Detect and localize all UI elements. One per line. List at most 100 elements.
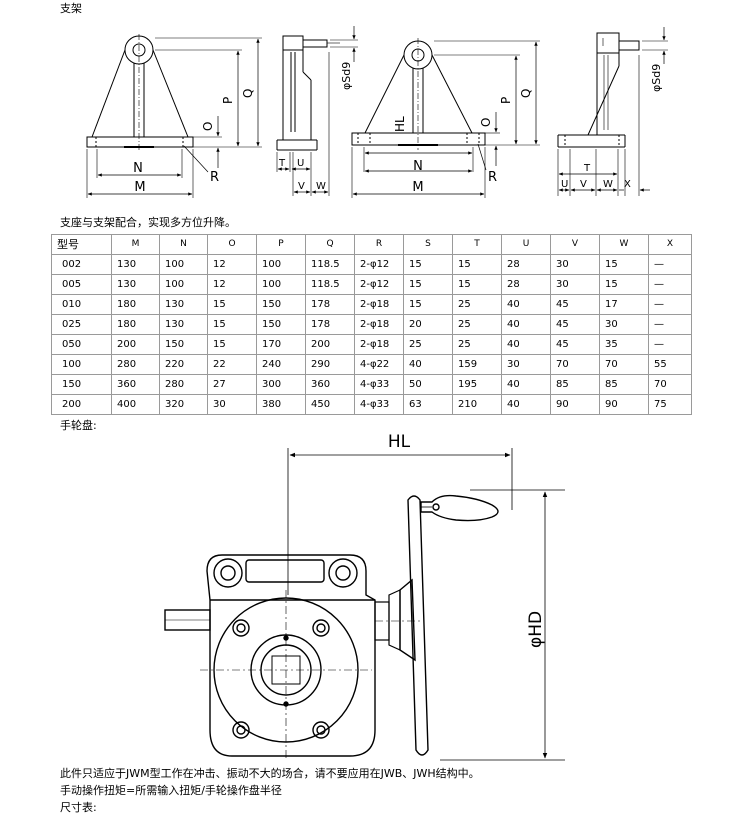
table-cell: — [648,314,692,335]
table-cell: 15 [403,254,453,275]
table-cell: 35 [599,334,649,355]
table-cell: 118.5 [305,274,355,295]
table-cell: 178 [305,314,355,335]
bracket-small-side-view [276,26,358,196]
handwheel-hd-label: φHD [526,611,546,648]
table-cell: 50 [403,374,453,395]
table-cell: 118.5 [305,254,355,275]
table-header-cell: T [452,234,502,255]
bracket-drawings: N M R O P Q φSd9 T U V W [86,26,668,198]
table-cell: 380 [256,394,306,415]
table-cell: 010 [51,294,112,315]
table-cell: — [648,294,692,315]
table-cell: 100 [159,274,208,295]
dim-label-M: M [134,180,145,195]
table-cell: 2-φ18 [354,314,404,335]
table-cell: 40 [501,294,551,315]
table-cell: 220 [159,354,208,375]
table-cell: 200 [51,394,112,415]
table-cell: 45 [550,314,600,335]
table-cell: 150 [256,314,306,335]
table-cell: 290 [305,354,355,375]
table-header-cell: X [648,234,692,255]
dim-label-X-large: X [624,179,631,190]
gearbox-body [164,554,420,760]
dim-label-Q-large: Q [519,89,533,98]
table-cell: 30 [550,254,600,275]
table-cell: 300 [256,374,306,395]
table-cell: 200 [111,334,160,355]
table-cell: 240 [256,354,306,375]
handwheel [399,494,499,756]
bracket-small-front-view [86,34,262,198]
table-cell: 30 [599,314,649,335]
table-cell: 2-φ18 [354,334,404,355]
table-cell: 17 [599,294,649,315]
table-header-cell: M [111,234,160,255]
table-cell: 150 [159,334,208,355]
table-cell: 70 [599,354,649,375]
table-cell: 4-φ22 [354,354,404,375]
table-cell: 63 [403,394,453,415]
table-cell: 25 [452,314,502,335]
handwheel-drawing: HL φHD [164,432,565,761]
table-cell: — [648,274,692,295]
table-cell: 25 [452,294,502,315]
table-cell: 150 [51,374,112,395]
bracket-section-title: 支架 [60,2,82,15]
dim-label-phi-sd9-large: φSd9 [650,64,663,92]
table-cell: 15 [599,274,649,295]
table-cell: 100 [51,354,112,375]
table-cell: 40 [501,374,551,395]
dim-label-O-large: O [479,118,493,127]
table-cell: 45 [550,294,600,315]
table-cell: 15 [403,274,453,295]
table-cell: 30 [550,274,600,295]
table-cell: 130 [111,274,160,295]
table-cell: 450 [305,394,355,415]
table-cell: 4-φ33 [354,374,404,395]
table-cell: 15 [452,274,502,295]
table-cell: 40 [501,394,551,415]
table-cell: 30 [207,394,257,415]
table-cell: 178 [305,294,355,315]
dim-label-phi-sd9: φSd9 [340,62,353,90]
table-cell: 28 [501,274,551,295]
table-cell: 100 [256,254,306,275]
table-cell: 130 [111,254,160,275]
bracket-large-front-view [351,38,540,198]
table-cell: 130 [159,294,208,315]
dim-label-P-large: P [499,97,513,104]
dim-label-V-large: V [580,179,587,190]
table-cell: — [648,254,692,275]
size-table-title: 尺寸表: [60,801,97,814]
table-cell: 2-φ12 [354,274,404,295]
table-cell: 195 [452,374,502,395]
table-cell: 55 [648,354,692,375]
table-header-cell: U [501,234,551,255]
table-cell: 15 [207,294,257,315]
table-cell: 85 [599,374,649,395]
table-cell: 280 [159,374,208,395]
table-header-cell: V [550,234,600,255]
table-cell: 40 [501,334,551,355]
table-cell: 12 [207,254,257,275]
table-cell: 2-φ12 [354,254,404,275]
table-cell: 170 [256,334,306,355]
table-cell: 25 [452,334,502,355]
table-cell: 130 [159,314,208,335]
table-cell: 25 [403,334,453,355]
table-header-cell: R [354,234,404,255]
table-cell: 15 [452,254,502,275]
table-cell: 100 [256,274,306,295]
dim-label-W: W [316,181,326,192]
dim-label-M-large: M [412,180,423,195]
dim-label-N-large: N [413,159,423,174]
dim-label-P: P [221,97,235,104]
table-header-cell: W [599,234,649,255]
